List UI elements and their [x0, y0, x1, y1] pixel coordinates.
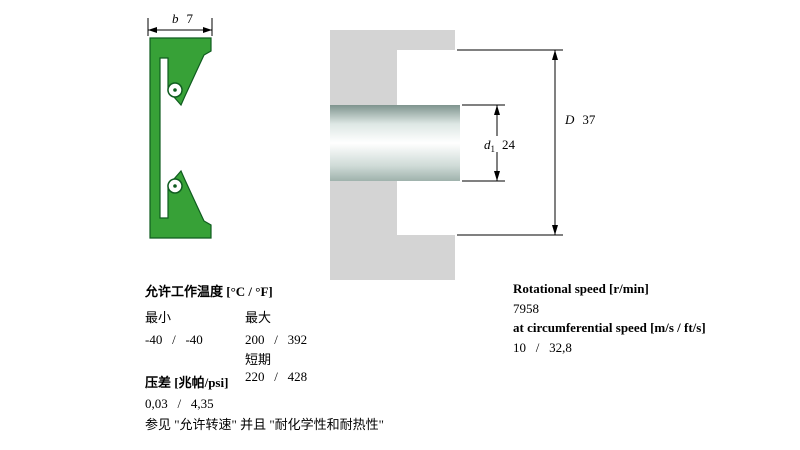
dim-D-value: 37	[582, 112, 596, 127]
arrowhead-up-icon	[494, 105, 500, 115]
dim-b-label: b	[172, 11, 179, 26]
arrowhead-left-icon	[148, 27, 157, 33]
speed-specs: Rotational speed [r/min] 7958 at circumf…	[513, 281, 773, 356]
rotational-speed-title: Rotational speed [r/min]	[513, 281, 649, 296]
dimension-d1: d1 24	[462, 104, 528, 182]
dim-D-text: D 37	[564, 112, 596, 127]
garter-spring-bottom-center	[173, 184, 177, 188]
shaft	[330, 105, 460, 181]
dim-D-label: D	[564, 112, 575, 127]
reference-note: 参见 "允许转速" 并且 "耐化学性和耐热性"	[145, 417, 384, 432]
temperature-title: 允许工作温度 [°C / °F]	[145, 284, 273, 299]
dim-d1-text: d1 24	[484, 137, 516, 154]
temp-min-value: -40 / -40	[145, 332, 203, 347]
arrowhead-down-icon	[552, 225, 558, 235]
temp-max-value: 200 / 392	[245, 332, 308, 347]
circumferential-speed-value: 10 / 32,8	[513, 340, 572, 355]
seal-body	[149, 37, 212, 239]
pressure-title: 压差 [兆帕/psi]	[145, 375, 229, 390]
temperature-specs: 允许工作温度 [°C / °F] 最小 最大 -40 / -40 200 / 3…	[145, 281, 475, 385]
dim-d1-subscript: 1	[491, 144, 496, 154]
spacer	[145, 348, 245, 368]
temp-min-label: 最小	[145, 310, 172, 325]
arrowhead-right-icon	[203, 27, 212, 33]
dim-label-background	[481, 136, 528, 152]
dim-d1-value: 24	[502, 137, 516, 152]
dimension-D: D 37	[457, 49, 596, 236]
arrowhead-up-icon	[552, 50, 558, 60]
garter-spring-top-center	[173, 88, 177, 92]
rotational-speed-value: 7958	[513, 301, 539, 316]
temp-max-label: 最大	[245, 310, 272, 325]
dim-b-value: 7	[187, 11, 194, 26]
dim-d1-label: d	[484, 137, 491, 152]
temp-short-term-value: 220 / 428	[245, 369, 308, 384]
circumferential-speed-title: at circumferential speed [m/s / ft/s]	[513, 320, 706, 335]
temp-short-term-label: 短期	[245, 352, 272, 367]
arrowhead-down-icon	[494, 171, 500, 181]
pressure-value: 0,03 / 4,35	[145, 396, 214, 411]
pressure-specs: 压差 [兆帕/psi] 0,03 / 4,35	[145, 372, 475, 412]
mounting-cross-section-drawing: D 37 d1 24	[330, 30, 596, 280]
